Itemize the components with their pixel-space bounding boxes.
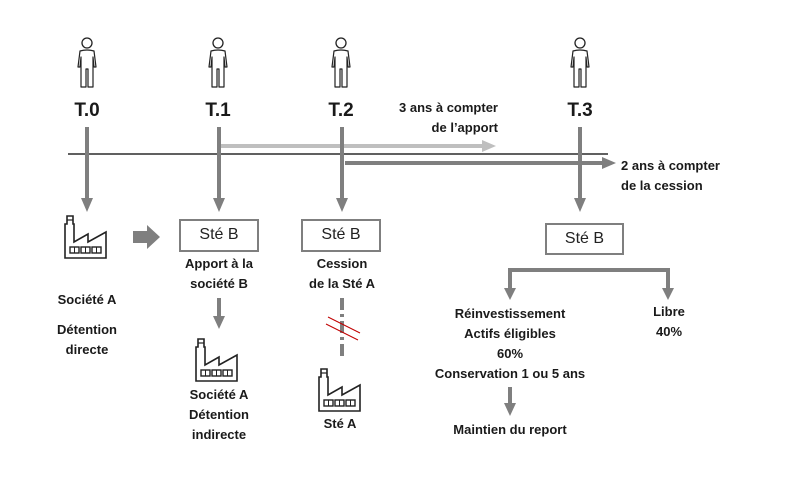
person-icon [208, 37, 228, 88]
transfer-block-arrow [133, 225, 160, 249]
t2-company: Sté A [323, 416, 357, 431]
company-b-box: Sté B [179, 219, 259, 252]
person-icon [331, 37, 351, 88]
outcome-label: Maintien du report [453, 422, 567, 437]
reinvest-percent: 60% [496, 346, 524, 361]
t1-down-arrow [213, 127, 225, 212]
timepoint-label-t2: T.2 [328, 100, 354, 121]
t2-caption-line2: de la Sté A [309, 276, 375, 291]
free-label: Libre [653, 304, 685, 319]
t1-holding-line1: Détention [189, 407, 249, 422]
t2-caption-line1: Cession [316, 256, 368, 271]
t1-caption: Apport à la société B [164, 254, 274, 294]
duration-cession-line1: 2 ans à compter [621, 158, 720, 173]
t0-down-arrow [81, 127, 93, 212]
t1-holding: Société A Détention indirecte [164, 385, 274, 445]
broken-link [325, 298, 361, 360]
t1-caption-line2: société B [190, 276, 248, 291]
factory-icon [195, 338, 238, 382]
t0-company: Société A [57, 292, 117, 307]
duration-apport-line1: 3 ans à compter [399, 100, 498, 115]
duration-apport-label: 3 ans à compter de l’apport [388, 98, 498, 138]
timepoint-label-t0: T.0 [74, 100, 100, 121]
free-block: Libre 40% [639, 302, 699, 342]
reinvest-line2: Actifs éligibles [464, 326, 556, 341]
t2-down-arrow [336, 127, 348, 212]
person-icon [570, 37, 590, 88]
t0-holding-line2: directe [65, 342, 109, 357]
timepoint-label-t3: T.3 [567, 100, 593, 121]
t1-holding-arrow [213, 298, 225, 329]
duration-cession-line2: de la cession [621, 178, 703, 193]
split-arrows [504, 268, 674, 300]
reinvest-line1: Réinvestissement [454, 306, 566, 321]
company-b-box: Sté B [545, 223, 624, 255]
t0-holding: Détention directe [37, 320, 137, 360]
duration-apport-line2: de l’apport [431, 120, 498, 135]
reinvest-block: Réinvestissement Actifs éligibles 60% Co… [425, 304, 595, 384]
t0-holding-line1: Détention [57, 322, 117, 337]
reinvest-conservation: Conservation 1 ou 5 ans [434, 366, 586, 381]
t1-caption-line1: Apport à la [185, 256, 253, 271]
duration-cession-label: 2 ans à compter de la cession [621, 156, 720, 196]
timepoint-label-t1: T.1 [205, 100, 231, 121]
t1-holding-line2: indirecte [191, 427, 247, 442]
factory-icon [318, 368, 361, 412]
t1-company: Société A [189, 387, 249, 402]
duration-arrow-cession [345, 157, 616, 169]
duration-arrow-apport [221, 140, 496, 152]
t3-down-arrow [574, 127, 586, 212]
outcome-arrow [504, 387, 516, 416]
factory-icon [64, 215, 107, 259]
company-b-box: Sté B [301, 219, 381, 252]
t2-caption: Cession de la Sté A [287, 254, 397, 294]
person-icon [77, 37, 97, 88]
free-percent: 40% [655, 324, 683, 339]
